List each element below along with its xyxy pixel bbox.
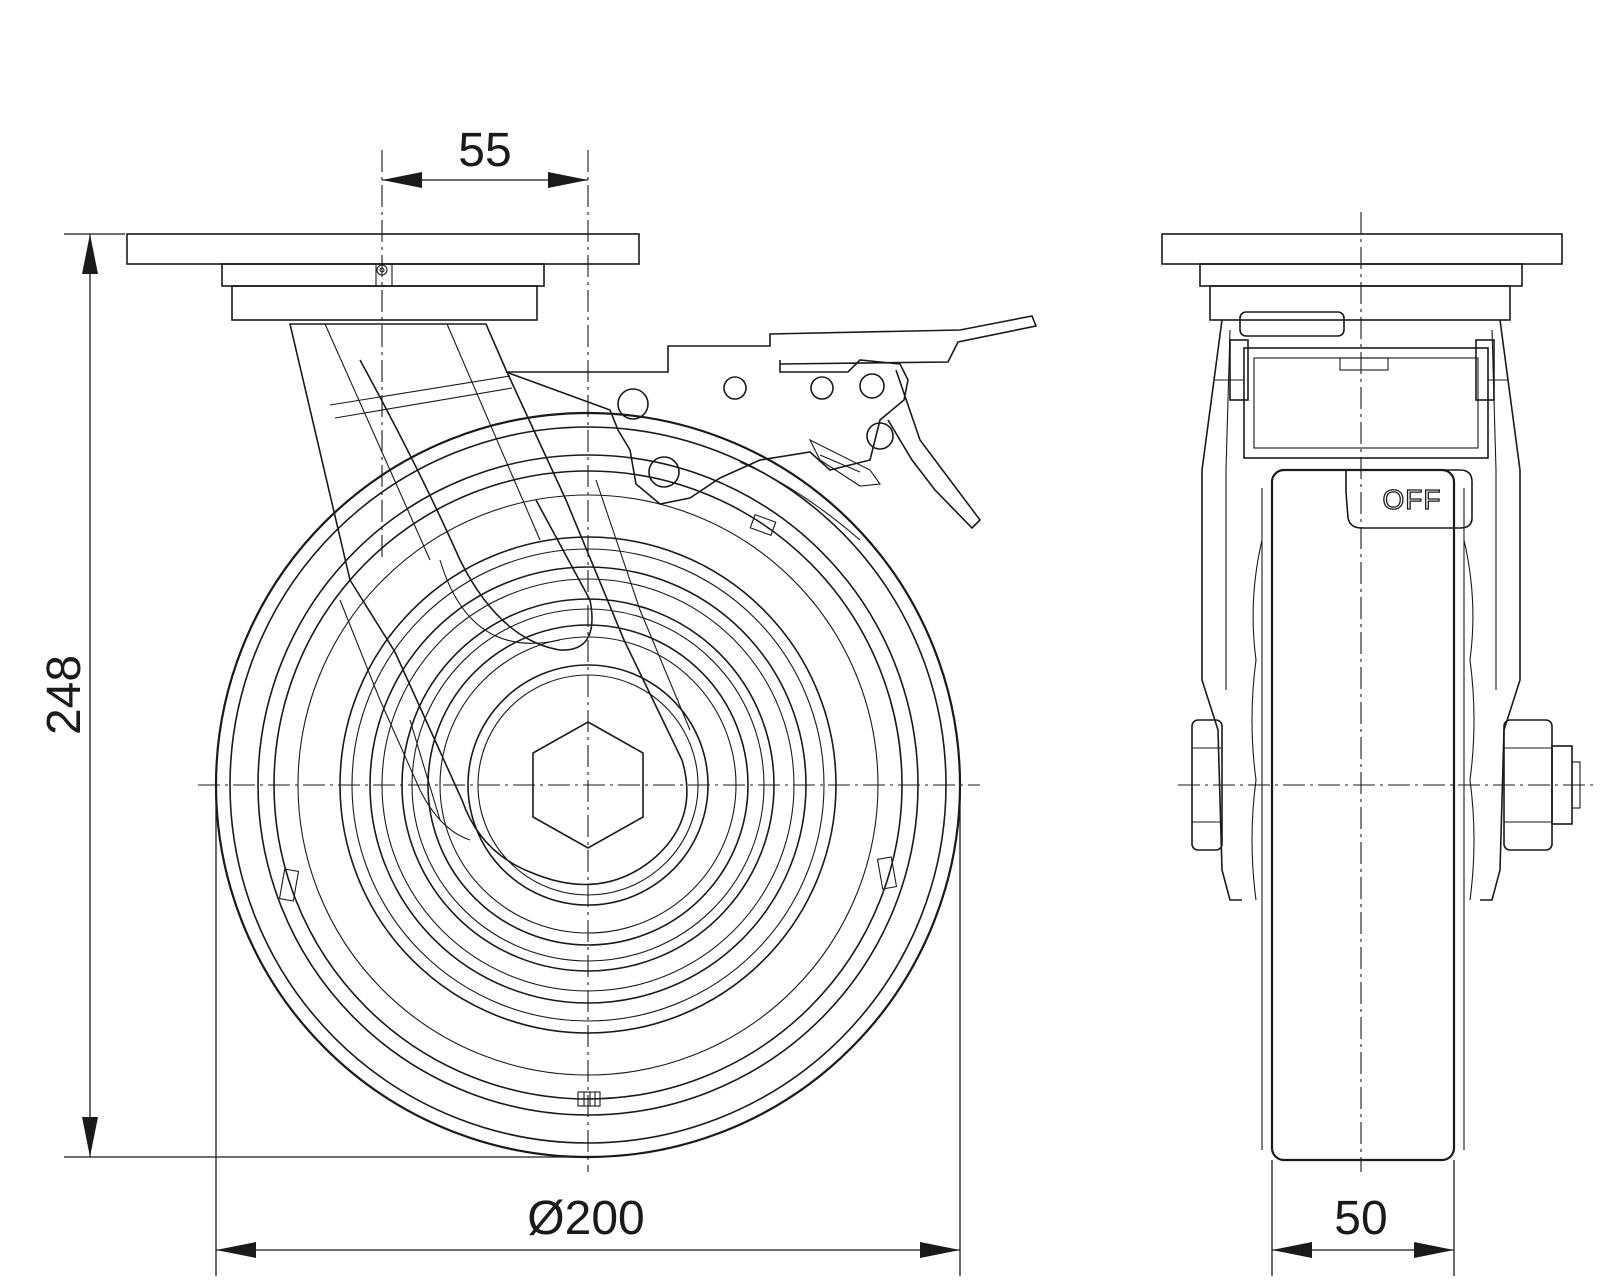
lock-status-label: OFF [1383, 484, 1442, 515]
fork-leg [288, 323, 691, 886]
side-centerlines [198, 150, 980, 1172]
front-top-plate [1161, 233, 1563, 321]
dimension-diameter: Ø200 [215, 785, 961, 1276]
axle-nut [532, 721, 644, 849]
front-centerlines [1178, 212, 1596, 1172]
dimension-offset: 55 [382, 124, 588, 188]
front-wheel [1251, 357, 1475, 1162]
front-fork [1201, 311, 1521, 901]
brake-assembly [505, 315, 1038, 541]
top-plate [126, 233, 640, 321]
side-view [126, 150, 1038, 1172]
dimension-width: 50 [1271, 1160, 1455, 1276]
dimension-offset-label: 55 [458, 124, 511, 177]
dimension-height-label: 248 [38, 655, 91, 735]
dimension-height: 248 [38, 233, 580, 1158]
dimension-width-label: 50 [1334, 1192, 1387, 1245]
dimension-diameter-label: Ø200 [527, 1192, 644, 1245]
lock-tag: OFF [1345, 469, 1473, 529]
front-view: OFF [1161, 212, 1596, 1172]
